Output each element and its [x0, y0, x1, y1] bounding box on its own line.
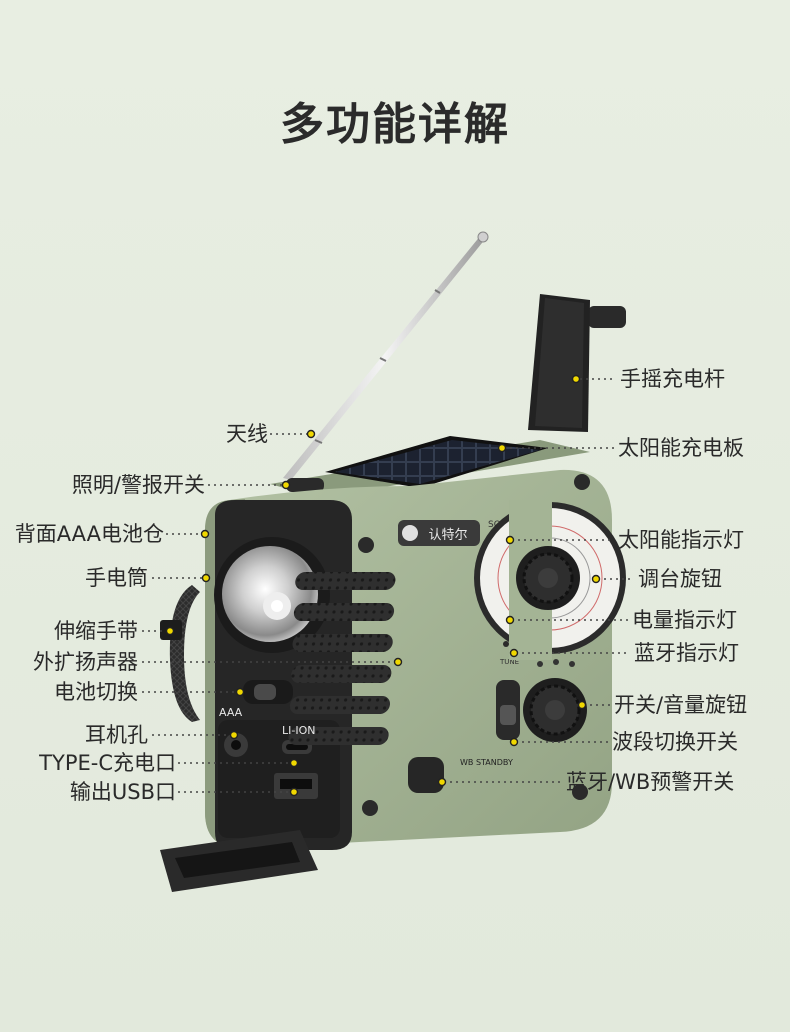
label-light-alarm-switch: 照明/警报开关	[71, 473, 205, 497]
svg-text:LI-ION: LI-ION	[282, 724, 315, 737]
speaker-grille-icon	[288, 572, 396, 745]
label-solar-panel: 太阳能充电板	[618, 436, 744, 460]
label-bt-wb-switch: 蓝牙/WB预警开关	[566, 770, 735, 794]
marker-dots	[165, 374, 601, 797]
label-usb-output: 输出USB口	[69, 780, 176, 804]
wrist-strap-icon	[160, 585, 200, 722]
tuning-knob-icon	[516, 546, 580, 610]
brand-logo: 认特尔	[398, 520, 480, 546]
leader-lines	[142, 378, 633, 793]
label-speaker: 外扩扬声器	[33, 650, 138, 674]
svg-text:AAA: AAA	[219, 706, 243, 719]
svg-text:WB STANDBY: WB STANDBY	[460, 758, 513, 767]
front-left-panel	[160, 500, 352, 892]
light-switch-icon	[286, 478, 324, 492]
label-battery-indicator: 电量指示灯	[632, 608, 737, 632]
label-band-switch: 波段切换开关	[612, 730, 738, 754]
label-power-volume-knob: 开关/音量旋钮	[614, 693, 748, 717]
label-typec-port: TYPE-C充电口	[39, 751, 176, 775]
label-hand-crank: 手摇充电杆	[620, 367, 725, 391]
solar-panel-icon	[325, 436, 548, 488]
label-solar-indicator: 太阳能指示灯	[618, 528, 744, 552]
bt-wb-button-icon: WB STANDBY	[408, 757, 513, 793]
volume-knob-icon	[523, 659, 587, 742]
label-antenna: 天线	[226, 422, 268, 446]
antenna-icon	[283, 231, 489, 480]
label-flashlight: 手电筒	[85, 566, 148, 590]
label-aaa-battery-compartment: 背面AAA电池仓	[14, 522, 164, 546]
svg-text:认特尔: 认特尔	[428, 528, 467, 543]
band-switch-icon	[496, 680, 520, 740]
hand-crank-icon	[528, 294, 626, 432]
label-headphone-jack: 耳机孔	[85, 723, 148, 747]
label-battery-switch: 电池切换	[54, 680, 138, 704]
page-title: 多功能详解	[280, 99, 510, 150]
label-tuning-knob: 调台旋钮	[638, 567, 722, 591]
label-wrist-strap: 伸缩手带	[54, 619, 138, 643]
label-bluetooth-indicator: 蓝牙指示灯	[634, 641, 739, 665]
svg-text:TUNE: TUNE	[499, 658, 519, 666]
